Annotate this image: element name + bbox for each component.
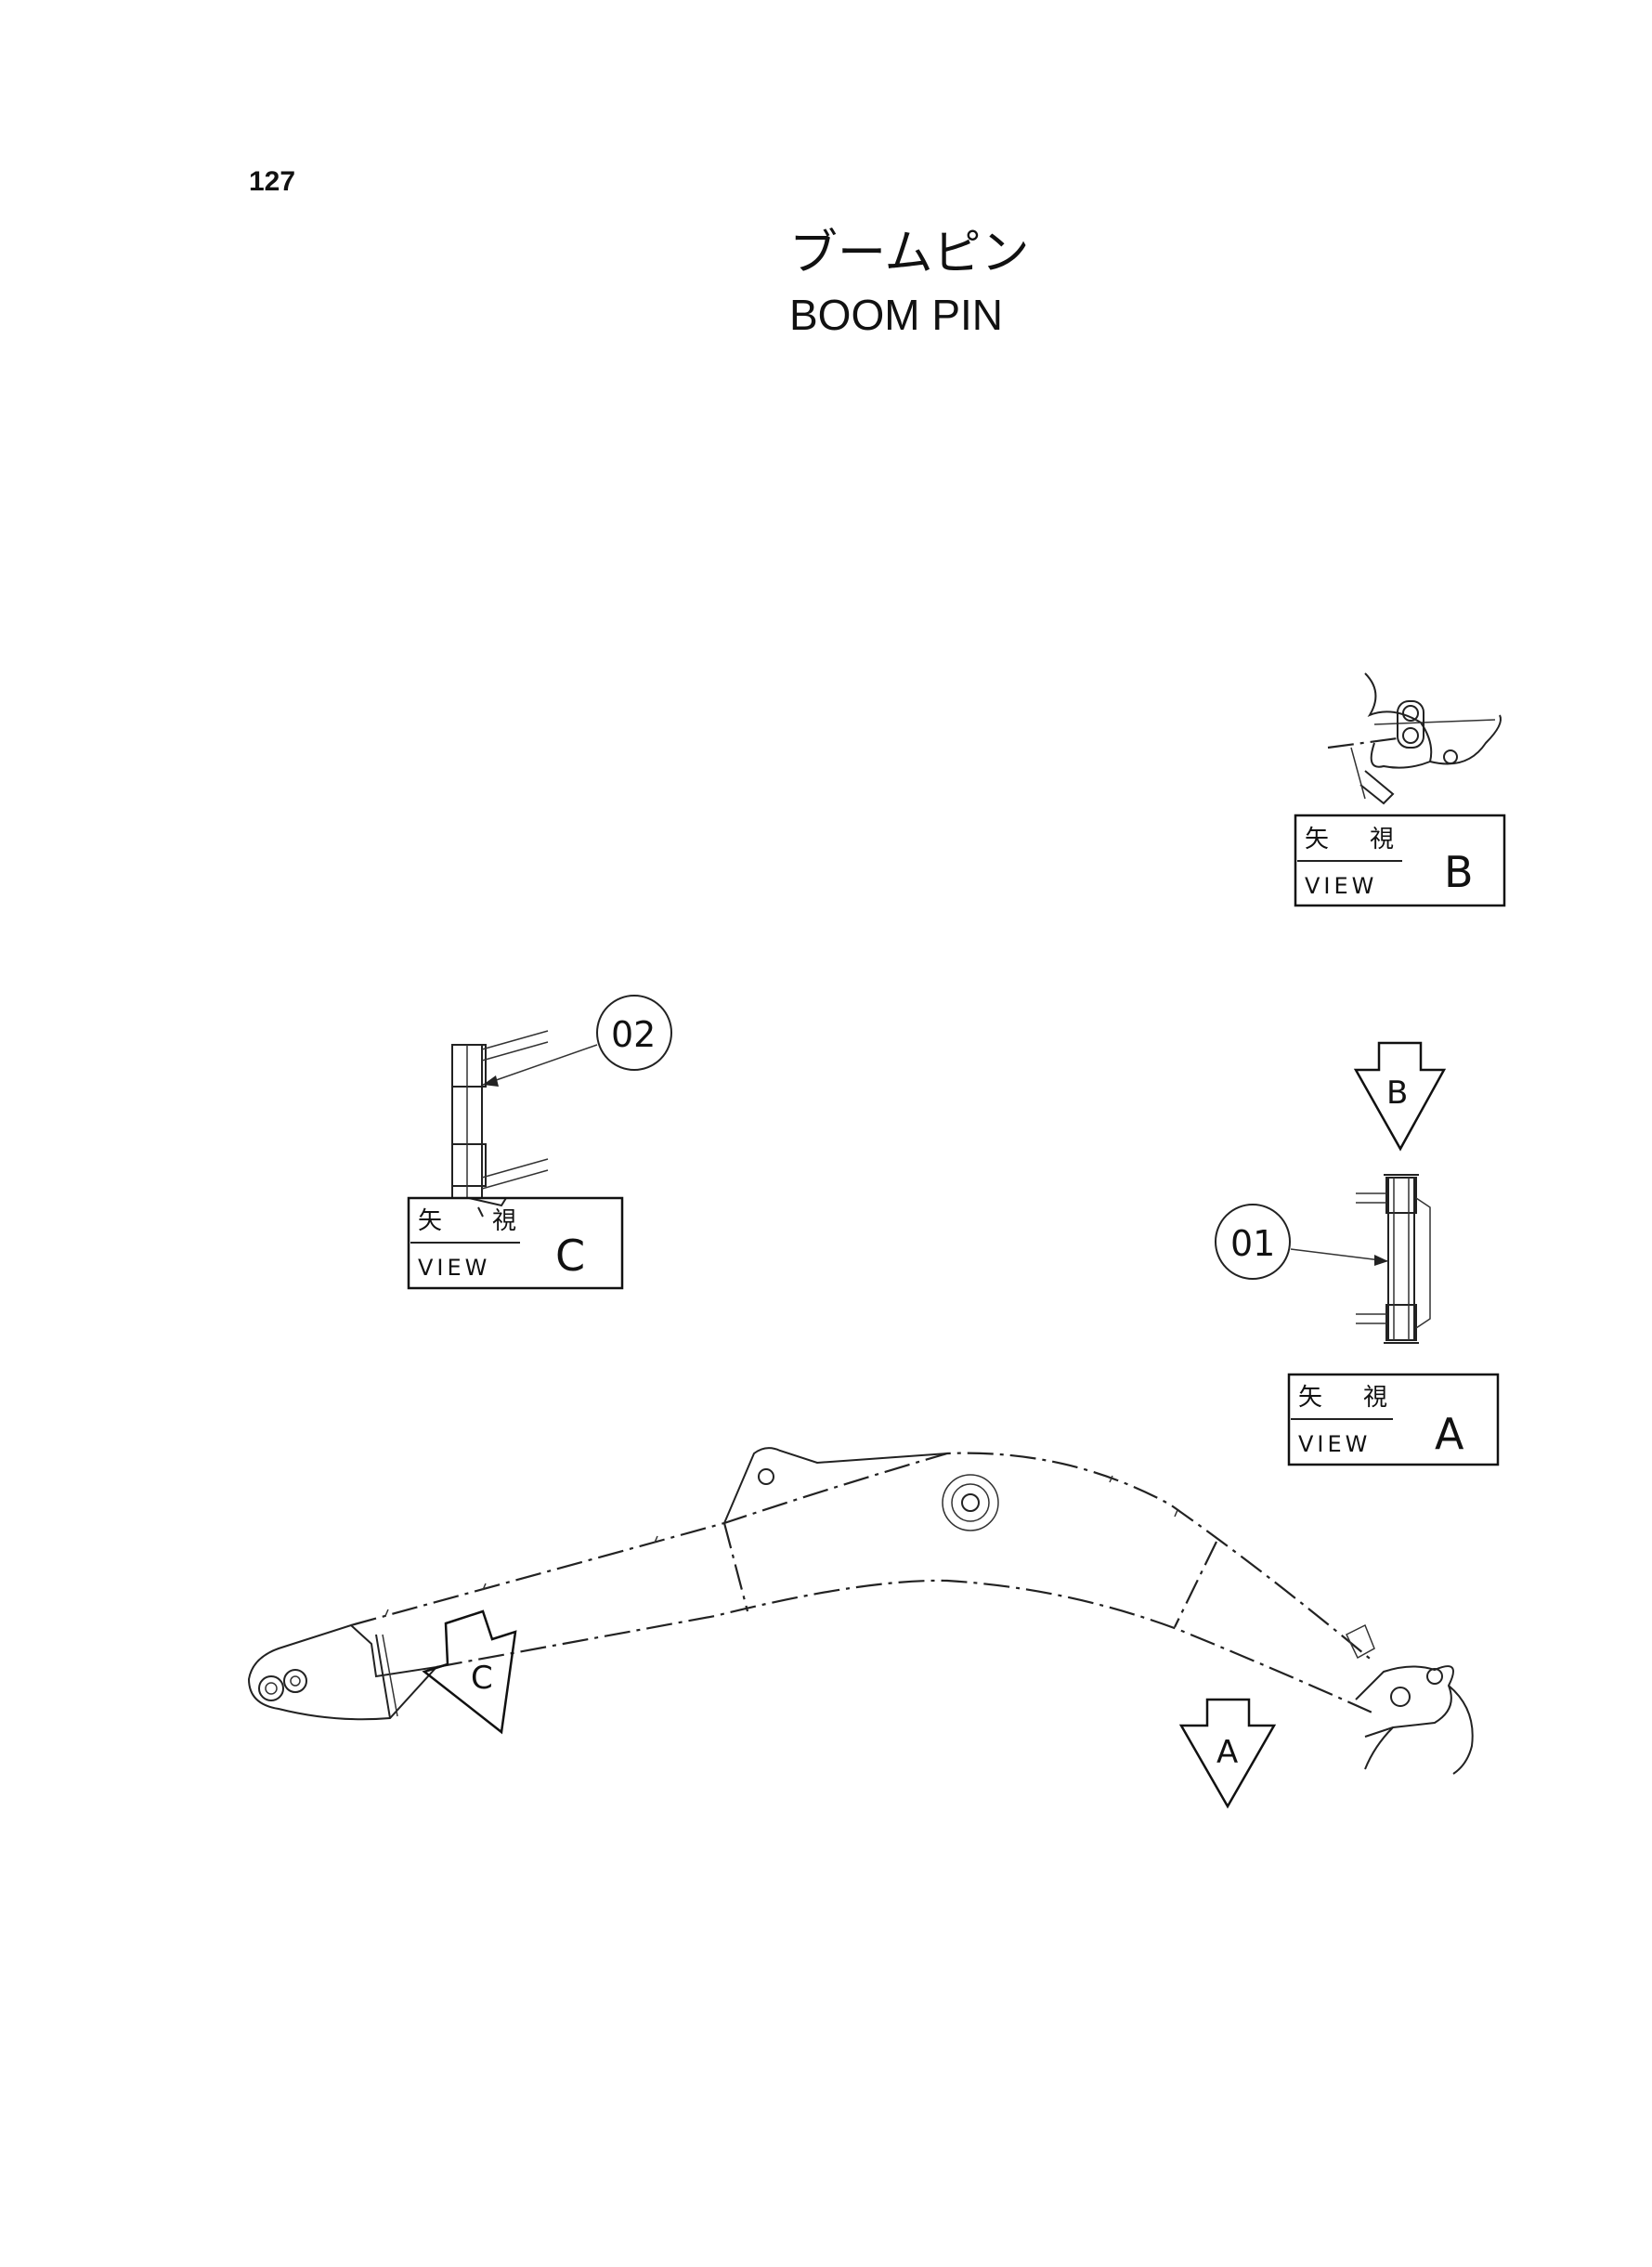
view-b-detail [1327, 672, 1502, 805]
callout-part-02: 02 [482, 995, 672, 1087]
title-japanese: ブームピン [789, 227, 1029, 280]
view-a-en-label: VIEW [1298, 1431, 1371, 1457]
callout-part-01: 01 [1215, 1204, 1389, 1280]
view-a-letter: A [1435, 1409, 1464, 1459]
arrow-b-icon: B [1353, 1041, 1447, 1152]
view-c-detail [451, 1030, 549, 1218]
view-a-jp-char-2: 視 [1363, 1384, 1387, 1412]
view-b-letter: B [1444, 847, 1474, 897]
callout-01-label: 01 [1230, 1223, 1275, 1264]
view-b-label-box: 矢 視 VIEW B [1294, 814, 1506, 907]
arrow-a-icon: A [1178, 1698, 1277, 1809]
arrow-c-letter: C [471, 1660, 493, 1697]
arrow-a-letter: A [1216, 1734, 1238, 1771]
view-c-label-box: 矢 視 VIEW C [407, 1196, 624, 1290]
view-c-jp-char-1: 矢 [418, 1207, 442, 1235]
view-a-label-box: 矢 視 VIEW A [1287, 1373, 1500, 1466]
view-a-jp-char-1: 矢 [1298, 1384, 1322, 1412]
view-b-jp-char-1: 矢 [1305, 826, 1329, 853]
view-c-en-label: VIEW [418, 1255, 490, 1281]
arrow-c-icon: C [422, 1609, 517, 1735]
arrow-b-letter: B [1386, 1075, 1408, 1112]
title-english: BOOM PIN [789, 291, 1003, 339]
view-c-letter: C [555, 1231, 585, 1281]
page-number: 127 [249, 166, 295, 197]
callout-02-label: 02 [611, 1014, 656, 1055]
view-b-en-label: VIEW [1305, 873, 1377, 899]
view-b-jp-char-2: 視 [1370, 826, 1394, 853]
boom-outline [247, 1447, 1474, 1775]
view-c-jp-char-2: 視 [492, 1207, 516, 1235]
view-a-detail [1356, 1174, 1431, 1344]
